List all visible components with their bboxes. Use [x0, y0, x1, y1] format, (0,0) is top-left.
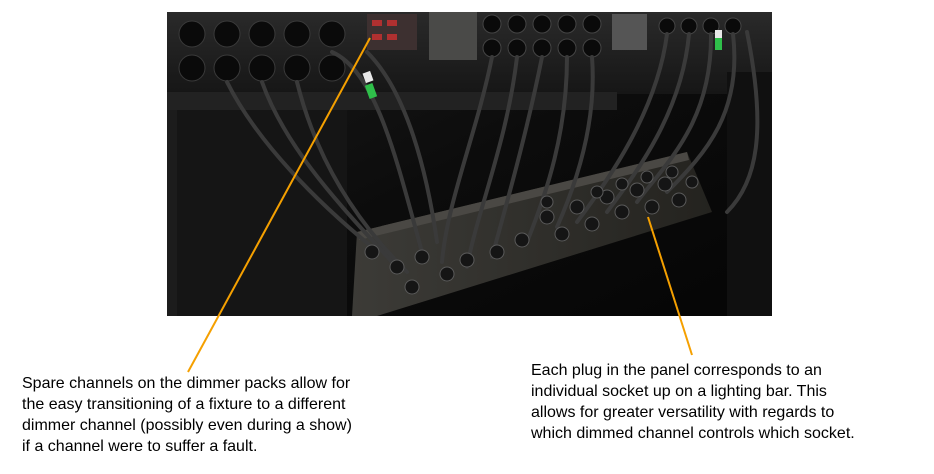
- caption-line: Each plug in the panel corresponds to an: [531, 362, 822, 379]
- dimmer-pack-middle: [482, 14, 602, 58]
- socket: [248, 20, 276, 48]
- caption-line: the easy transitioning of a fixture to a…: [22, 396, 346, 413]
- socket: [557, 14, 577, 34]
- panel-plugs: [364, 165, 699, 295]
- plug: [657, 176, 673, 192]
- plug: [590, 185, 604, 199]
- socket: [178, 54, 206, 82]
- cable: [365, 50, 439, 244]
- plug: [615, 177, 629, 191]
- dimmer-indicator: [372, 20, 382, 26]
- plug: [439, 266, 455, 282]
- plug: [540, 195, 554, 209]
- socket: [248, 54, 276, 82]
- socket: [213, 20, 241, 48]
- caption-spare-channels: Spare channels on the dimmer packs allow…: [22, 373, 432, 457]
- socket: [283, 20, 311, 48]
- plug: [539, 209, 555, 225]
- plug: [685, 175, 699, 189]
- cable: [635, 32, 714, 204]
- dimmer-indicator: [372, 34, 382, 40]
- plug: [404, 279, 420, 295]
- socket: [507, 14, 527, 34]
- socket: [482, 38, 502, 58]
- cable: [465, 55, 519, 269]
- plug: [389, 259, 405, 275]
- plug: [514, 232, 530, 248]
- cable: [525, 55, 569, 244]
- cable: [575, 32, 669, 224]
- patch-panel-edge: [357, 152, 689, 240]
- socket: [178, 20, 206, 48]
- plug: [569, 199, 585, 215]
- cable: [725, 30, 760, 214]
- socket: [532, 14, 552, 34]
- plug: [671, 192, 687, 208]
- socket: [283, 54, 311, 82]
- plug: [459, 252, 475, 268]
- dimmer-indicator: [387, 34, 397, 40]
- dimmer-rack-photo: [167, 12, 772, 316]
- plug: [614, 204, 630, 220]
- socket: [318, 20, 346, 48]
- plug: [489, 244, 505, 260]
- caption-line: dimmer channel (possibly even during a s…: [22, 417, 352, 434]
- plug: [665, 165, 679, 179]
- socket: [507, 38, 527, 58]
- plug: [414, 249, 430, 265]
- socket: [557, 38, 577, 58]
- socket: [582, 38, 602, 58]
- socket: [658, 17, 676, 35]
- plug: [644, 199, 660, 215]
- plug: [640, 170, 654, 184]
- dimmer-plate: [612, 14, 647, 50]
- caption-line: allows for greater versatility with rega…: [531, 404, 835, 421]
- socket: [482, 14, 502, 34]
- junction-box: [429, 12, 477, 60]
- cable: [605, 32, 691, 214]
- socket: [532, 38, 552, 58]
- caption-line: individual socket up on a lighting bar. …: [531, 383, 827, 400]
- caption-line: if a channel were to suffer a fault.: [22, 438, 258, 455]
- plug: [584, 216, 600, 232]
- plug: [629, 182, 645, 198]
- cable: [555, 55, 595, 229]
- plug: [554, 226, 570, 242]
- cable: [665, 32, 737, 194]
- plug: [364, 244, 380, 260]
- cable: [440, 55, 494, 264]
- caption-patch-panel: Each plug in the panel corresponds to an…: [531, 360, 931, 444]
- caption-line: which dimmed channel controls which sock…: [531, 425, 855, 442]
- dimmer-indicator: [387, 20, 397, 26]
- socket: [213, 54, 241, 82]
- cable-tape-green: [715, 38, 722, 50]
- cable-tape-white: [715, 30, 722, 38]
- dimmer-control-panel: [367, 14, 417, 50]
- socket: [724, 17, 742, 35]
- socket: [582, 14, 602, 34]
- socket: [680, 17, 698, 35]
- cable: [490, 55, 544, 259]
- dimmer-pack-right: [658, 17, 742, 35]
- caption-line: Spare channels on the dimmer packs allow…: [22, 375, 351, 392]
- wall-right: [727, 72, 772, 316]
